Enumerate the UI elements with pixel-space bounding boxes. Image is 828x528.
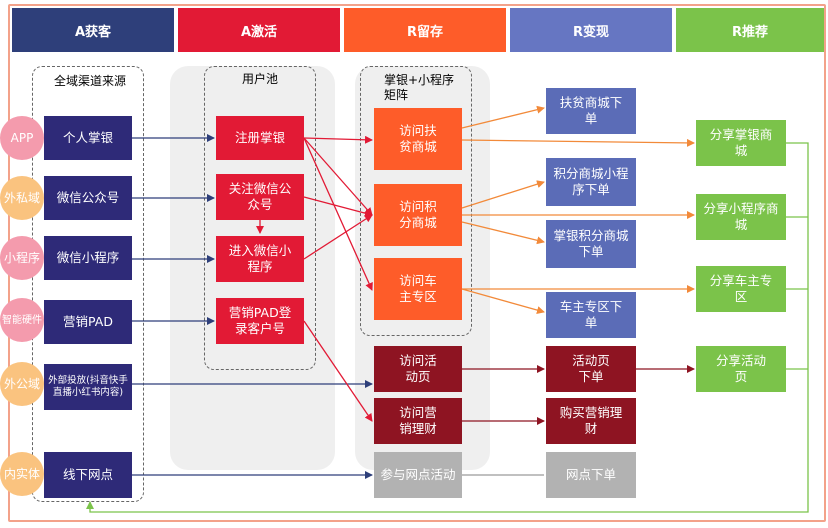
circle-private-domain: 外私域: [0, 176, 44, 220]
monetize-points-mini-order: 积分商城小程序下单: [546, 158, 636, 206]
circle-mini-program: 小程序: [0, 236, 44, 280]
circle-offline: 内实体: [0, 452, 44, 496]
activation-enter-mini: 进入微信小程序: [216, 236, 304, 282]
recommend-share-activity: 分享活动页: [696, 346, 786, 392]
channel-external-ads: 外部投放(抖音快手直播小红书内容): [44, 364, 132, 410]
channel-offline-branch: 线下网点: [44, 452, 132, 498]
activation-pad-login: 营销PAD登录客户号: [216, 298, 304, 344]
app-mall-group-title: 掌银+小程序矩阵: [384, 73, 455, 102]
activation-follow-wechat: 关注微信公众号: [216, 174, 304, 220]
user-pool-group: [204, 66, 316, 370]
retention-visit-points-mall: 访问积分商城: [374, 184, 462, 246]
recommend-share-app-mall: 分享掌银商城: [696, 120, 786, 166]
channel-marketing-pad: 营销PAD: [44, 300, 132, 344]
channel-wechat-official: 微信公众号: [44, 176, 132, 220]
channels-group-title: 全域渠道来源: [53, 74, 126, 88]
circle-app: APP: [0, 116, 44, 160]
monetize-branch-order: 网点下单: [546, 452, 636, 498]
monetize-activity-order: 活动页下单: [546, 346, 636, 392]
retention-visit-wealth-mgmt: 访问营销理财: [374, 398, 462, 444]
circle-smart-hardware: 智能硬件: [0, 298, 44, 342]
monetize-car-zone-order: 车主专区下单: [546, 292, 636, 338]
retention-visit-activity-page: 访问活动页: [374, 346, 462, 392]
header-recommend: R推荐: [676, 8, 824, 52]
monetize-buy-wealth: 购买营销理财: [546, 398, 636, 444]
recommend-share-mini-mall: 分享小程序商城: [696, 194, 786, 240]
retention-visit-car-zone: 访问车主专区: [374, 258, 462, 320]
monetize-app-points-order: 掌银积分商城下单: [546, 220, 636, 268]
header-retain: R留存: [344, 8, 506, 52]
user-pool-group-title: 用户池: [241, 72, 278, 86]
retention-visit-poverty-mall: 访问扶贫商城: [374, 108, 462, 170]
circle-public-domain: 外公域: [0, 362, 44, 406]
recommend-share-car-zone: 分享车主专区: [696, 266, 786, 312]
monetize-poverty-mall-order: 扶贫商城下单: [546, 88, 636, 134]
channel-wechat-mini: 微信小程序: [44, 236, 132, 280]
activation-register-app: 注册掌银: [216, 116, 304, 160]
header-monetize: R变现: [510, 8, 672, 52]
header-activate: A激活: [178, 8, 340, 52]
retention-branch-activity: 参与网点活动: [374, 452, 462, 498]
header-acquire: A获客: [12, 8, 174, 52]
channel-personal-app: 个人掌银: [44, 116, 132, 160]
